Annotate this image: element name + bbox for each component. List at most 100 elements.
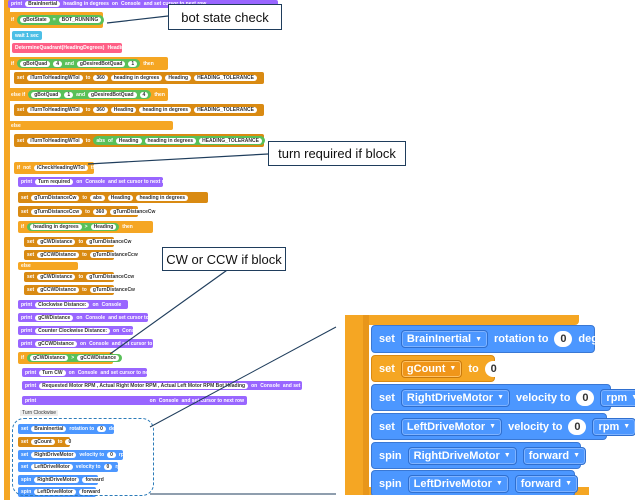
label: rotation to: [69, 426, 95, 432]
set-velocity-block[interactable]: set LeftDriveMotor velocity to 0 rpm: [18, 462, 125, 472]
keyword: to: [85, 208, 90, 215]
set-block[interactable]: set iTurnToHeadingWTol to abs of Heading…: [14, 134, 265, 147]
value-slot: gCWDistance: [37, 239, 76, 245]
chevron-down-icon: ▼: [475, 335, 483, 343]
condition[interactable]: gBotState = BOT_RUNNING: [17, 15, 105, 25]
label: Console: [89, 340, 109, 347]
condition[interactable]: gBotQuad 1 and gDesiredBotQuad 4: [28, 90, 152, 99]
if-block-turn-required[interactable]: if not iCheckHeadingWTol then: [14, 162, 101, 174]
keyword: set: [27, 274, 35, 280]
spin-block[interactable]: spin LeftDriveMotor forward: [18, 487, 104, 497]
label: degrees: [108, 426, 129, 432]
call-block[interactable]: DetermineQuadrant(HeadingDegrees) Headin…: [12, 43, 127, 53]
right-velocity-input[interactable]: 0: [576, 389, 595, 406]
set-block[interactable]: set iTurnToHeadingWTol to 360 heading in…: [14, 72, 264, 84]
dropdown-label: RightDriveMotor: [406, 391, 494, 404]
value-slot: Turn CW: [39, 369, 66, 376]
gcount-dropdown[interactable]: gCount ▼: [400, 359, 463, 378]
rpm-dropdown[interactable]: rpm ▼: [592, 417, 635, 436]
keyword: set: [21, 439, 29, 445]
print-block[interactable]: print Counter Clockwise Distance: on Con…: [18, 326, 142, 335]
if-block[interactable]: if heading in degrees > Heading then: [18, 221, 153, 233]
value-slot: abs: [90, 194, 105, 201]
keyword: print: [25, 397, 37, 404]
set-block[interactable]: set gCCWDistance to gTurnDistanceCw: [24, 285, 138, 295]
inertial-dropdown[interactable]: BrainInertial ▼: [400, 330, 489, 348]
print-block[interactable]: print Requested Motor RPM , Actual Right…: [22, 381, 345, 390]
code-canvas[interactable]: print BrainInertial heading in degrees o…: [0, 0, 345, 500]
keyword: to: [78, 239, 84, 245]
zoom-bar-top: [369, 315, 579, 325]
else-if-block[interactable]: else if gBotQuad 1 and gDesiredBotQuad 4…: [8, 88, 168, 101]
rpm-dropdown[interactable]: rpm ▼: [600, 388, 635, 407]
zoom-set-left-velocity-block[interactable]: set LeftDriveMotor ▼ velocity to 0 rpm ▼: [371, 413, 635, 440]
right-motor-dropdown[interactable]: RightDriveMotor ▼: [407, 446, 517, 465]
chevron-down-icon: ▼: [497, 394, 505, 401]
value-slot: gBotState: [20, 17, 50, 23]
else-block[interactable]: else: [18, 262, 78, 270]
value-slot: Heading: [115, 137, 142, 144]
keyword: then: [125, 355, 136, 361]
keyword: not: [23, 165, 31, 171]
set-block[interactable]: set gCCWDistance to gTurnDistanceCcw: [24, 250, 141, 260]
dropdown-label: rpm: [606, 391, 628, 404]
set-rotation-block[interactable]: set BrainInertial rotation to 0 degrees: [18, 424, 128, 434]
print-block[interactable]: print Turn CW on Console and set cursor …: [22, 368, 163, 377]
value-slot: 360: [93, 107, 108, 113]
label: on: [76, 179, 83, 185]
keyword: set: [21, 426, 29, 432]
condition[interactable]: gBotQuad 4 and gDesiredBotQuad 1: [17, 59, 141, 68]
set-velocity-block[interactable]: set RightDriveMotor velocity to 0 rpm: [18, 450, 128, 460]
value-slot: gBotQuad: [20, 60, 51, 67]
set-block[interactable]: set gCWDistance to gTurnDistanceCw: [24, 237, 135, 247]
label: Console: [122, 327, 142, 334]
print-block[interactable]: print gCWDistance on Console and set cur…: [18, 313, 171, 322]
if-block-quadrant[interactable]: if gBotQuad 4 and gDesiredBotQuad 1 then: [8, 57, 168, 70]
zoom-spin-right-block[interactable]: spin RightDriveMotor ▼ forward ▼: [371, 442, 587, 469]
value-slot: BrainInertial: [25, 1, 61, 7]
keyword: to: [82, 287, 87, 293]
if-block-cw-ccw[interactable]: if gCWDistance > gCCWDistance then: [18, 352, 136, 364]
set-block[interactable]: set gCount to 0: [18, 437, 75, 447]
dropdown-label: gCount: [406, 362, 446, 375]
zoom-set-rotation-block[interactable]: set BrainInertial ▼ rotation to 0 degree…: [371, 325, 621, 353]
direction-dropdown[interactable]: forward ▼: [522, 446, 587, 465]
print-block[interactable]: print Clockwise Distance: on Console: [18, 300, 128, 309]
zoom-spin-left-block[interactable]: spin LeftDriveMotor ▼ forward ▼: [371, 470, 579, 495]
condition[interactable]: heading in degrees > Heading: [27, 223, 120, 231]
count-value-input[interactable]: 0: [484, 360, 503, 377]
spin-block[interactable]: spin RightDriveMotor forward: [18, 475, 107, 485]
value-slot: 360: [93, 75, 108, 81]
value-slot: gTurnDistanceCw: [86, 239, 135, 245]
value-slot: gTurnDistanceCw: [31, 194, 80, 201]
print-block[interactable]: print gCCWDistance on Console and set cu…: [18, 339, 174, 348]
direction-dropdown[interactable]: forward ▼: [514, 474, 579, 493]
value-slot: HEADING_TOLERANCE: [194, 107, 257, 113]
label: and set cursor to next row: [100, 369, 163, 376]
set-block[interactable]: set gTurnDistanceCw to abs Heading headi…: [18, 192, 208, 203]
value-slot: heading in degrees: [144, 137, 197, 144]
wait-block[interactable]: wait 1 sec: [12, 31, 42, 40]
left-motor-dropdown[interactable]: LeftDriveMotor ▼: [407, 474, 509, 493]
zoom-set-count-block[interactable]: set gCount ▼ to 0: [371, 355, 503, 382]
zoom-set-right-velocity-block[interactable]: set RightDriveMotor ▼ velocity to 0 rpm …: [371, 384, 635, 411]
set-block[interactable]: set iTurnToHeadingWTol to 360 Heading he…: [14, 104, 264, 116]
condition[interactable]: gCWDistance > gCCWDistance: [27, 354, 123, 362]
set-block[interactable]: set gCWDistance to gTurnDistanceCcw: [24, 272, 138, 282]
value-slot: gTurnDistanceCcw: [86, 274, 138, 280]
label: abs: [96, 137, 106, 144]
callout-turn-required: turn required if block: [268, 141, 406, 166]
if-block-bot-state[interactable]: if gBotState = BOT_RUNNING then: [8, 12, 118, 28]
set-block[interactable]: set gTurnDistanceCcw to 360 gTurnDistanc…: [18, 206, 159, 217]
abs-operator[interactable]: abs of Heading heading in degrees HEADIN…: [93, 136, 265, 145]
else-block[interactable]: else: [8, 121, 173, 130]
value-slot: 0: [107, 452, 116, 458]
left-motor-dropdown[interactable]: LeftDriveMotor ▼: [400, 417, 503, 436]
keyword: set: [17, 137, 25, 144]
print-block[interactable]: print on Console and set cursor to next …: [22, 396, 247, 405]
rotation-value-input[interactable]: 0: [554, 331, 573, 347]
right-motor-dropdown[interactable]: RightDriveMotor ▼: [400, 388, 511, 407]
left-velocity-input[interactable]: 0: [568, 418, 587, 435]
print-block[interactable]: print Turn required on Console and set c…: [18, 177, 171, 187]
comment-label: Turn Clockwise: [20, 410, 58, 416]
